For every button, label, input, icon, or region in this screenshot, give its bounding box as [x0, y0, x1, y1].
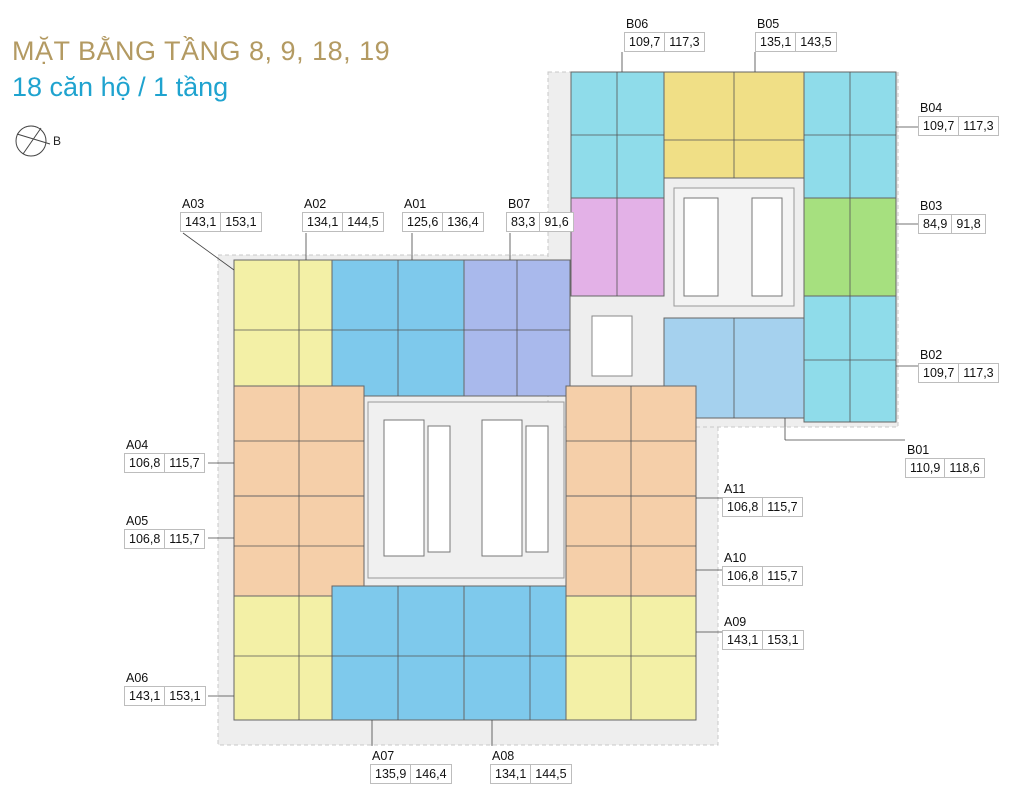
unit-area-2: 91,8: [951, 215, 984, 233]
unit-area-2: 117,3: [958, 364, 997, 382]
unit-area-1: 83,3: [511, 215, 536, 229]
stair-a-left: [383, 419, 425, 557]
unit-code: A09: [724, 615, 747, 629]
unit-area-2: 117,3: [664, 33, 703, 51]
unit-area-1: 110,9: [910, 461, 941, 475]
unit-code: A04: [126, 438, 149, 452]
unit-code: A11: [724, 482, 746, 496]
unit-area-2: 115,7: [762, 498, 801, 516]
unit-area-1: 135,1: [760, 35, 792, 49]
page-title: MẶT BẰNG TẦNG 8, 9, 18, 19: [12, 36, 391, 66]
unit-code: B03: [920, 199, 943, 213]
unit-code: B01: [907, 443, 930, 457]
unit-code: A02: [304, 197, 327, 211]
leader-lines: [182, 52, 918, 746]
shaft-b: [591, 315, 633, 377]
stair-a-right: [481, 419, 523, 557]
unit-area-1: 134,1: [307, 215, 339, 229]
unit-area-1: 106,8: [727, 500, 759, 514]
unit-area-1: 143,1: [129, 689, 161, 703]
unit-code: A06: [126, 671, 149, 685]
unit-area-1: 134,1: [495, 767, 527, 781]
unit-code: B07: [508, 197, 531, 211]
unit-code: A03: [182, 197, 205, 211]
unit-code: A01: [404, 197, 427, 211]
unit-area-1: 109,7: [629, 35, 661, 49]
unit-code: A08: [492, 749, 515, 763]
unit-area-2: 115,7: [164, 530, 203, 548]
elevator-a-right: [525, 425, 549, 553]
compass-label: B: [53, 134, 62, 148]
unit-code: A07: [372, 749, 395, 763]
elevator-b: [751, 197, 783, 297]
unit-area-2: 153,1: [164, 687, 204, 705]
unit-area-2: 91,6: [539, 213, 572, 231]
unit-area-2: 115,7: [164, 454, 203, 472]
page-subtitle: 18 căn hộ / 1 tầng: [12, 72, 229, 102]
unit-area-2: 118,6: [944, 459, 983, 477]
unit-area-1: 106,8: [129, 532, 161, 546]
elevator-a-left: [427, 425, 451, 553]
unit-area-2: 117,3: [958, 117, 997, 135]
unit-b07[interactable]: [570, 197, 665, 297]
unit-area-2: 153,1: [220, 213, 260, 231]
interior-walls: [234, 72, 896, 720]
unit-area-1: 106,8: [727, 569, 759, 583]
unit-code: B06: [626, 17, 649, 31]
unit-area-1: 109,7: [923, 119, 955, 133]
unit-code: B04: [920, 101, 943, 115]
unit-area-1: 143,1: [185, 215, 217, 229]
unit-code: B02: [920, 348, 943, 362]
unit-area-2: 115,7: [762, 567, 801, 585]
unit-area-1: 109,7: [923, 366, 955, 380]
stair-b: [683, 197, 719, 297]
unit-area-2: 144,5: [342, 213, 382, 231]
unit-area-2: 143,5: [795, 33, 835, 51]
unit-area-1: 143,1: [727, 633, 759, 647]
unit-code: A05: [126, 514, 149, 528]
unit-area-2: 146,4: [410, 765, 450, 783]
unit-area-2: 136,4: [442, 213, 482, 231]
unit-area-2: 144,5: [530, 765, 570, 783]
unit-code: A10: [724, 551, 747, 565]
unit-area-2: 153,1: [762, 631, 802, 649]
compass-icon: [15, 125, 51, 157]
unit-area-1: 125,6: [407, 215, 439, 229]
unit-code: B05: [757, 17, 780, 31]
unit-area-1: 106,8: [129, 456, 161, 470]
unit-area-1: 84,9: [923, 217, 948, 231]
unit-area-1: 135,9: [375, 767, 407, 781]
